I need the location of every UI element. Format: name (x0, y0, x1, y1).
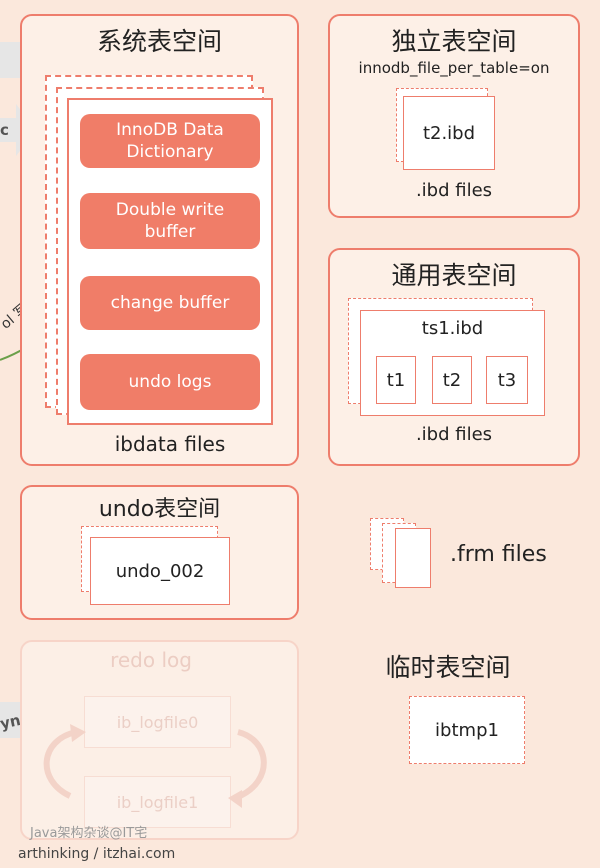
table-t1: t1 (376, 356, 416, 404)
redo-right-arc (237, 729, 267, 799)
undo-tablespace-title: undo表空间 (98, 497, 221, 522)
item-change-buffer: change buffer (80, 276, 260, 330)
item-data-dictionary: InnoDB Data Dictionary (80, 114, 260, 168)
independent-ibd-files-label: .ibd files (415, 180, 493, 201)
ibdata-files-label: ibdata files (114, 432, 226, 456)
temp-tablespace-title: 临时表空间 (385, 653, 511, 682)
table-t3: t3 (486, 356, 528, 404)
undo-002-file: undo_002 (90, 537, 230, 605)
table-t2: t2 (432, 356, 472, 404)
general-ibd-files-label: .ibd files (415, 424, 493, 445)
arrow-shape-sync (0, 104, 36, 156)
file-per-table-config: innodb_file_per_table=on (358, 59, 550, 77)
item-double-write-buffer: Double write buffer (80, 193, 260, 249)
frm-file-front (395, 528, 431, 588)
redo-left-arc (43, 729, 77, 799)
ts1-ibd-label: ts1.ibd (421, 318, 484, 339)
watermark-2: arthinking / itzhai.com (18, 846, 176, 862)
frm-files-label: .frm files (450, 542, 547, 567)
ibtmp1-file: ibtmp1 (409, 696, 525, 764)
general-tablespace-title: 通用表空间 (391, 261, 517, 290)
sync-label-top: c (0, 121, 9, 139)
system-tablespace-title: 系统表空间 (96, 27, 222, 56)
watermark-1: Java架构杂谈@IT宅 (30, 826, 148, 841)
ib-logfile1: ib_logfile1 (84, 776, 231, 828)
redo-cycle-arrows (43, 724, 267, 808)
redo-right-arrowhead (228, 790, 242, 808)
t2-ibd-file: t2.ibd (403, 96, 495, 170)
ib-logfile0: ib_logfile0 (84, 696, 231, 748)
redo-log-title: redo log (110, 648, 192, 672)
item-undo-logs: undo logs (80, 354, 260, 410)
independent-tablespace-title: 独立表空间 (391, 27, 517, 56)
redo-left-arrowhead (70, 724, 86, 742)
